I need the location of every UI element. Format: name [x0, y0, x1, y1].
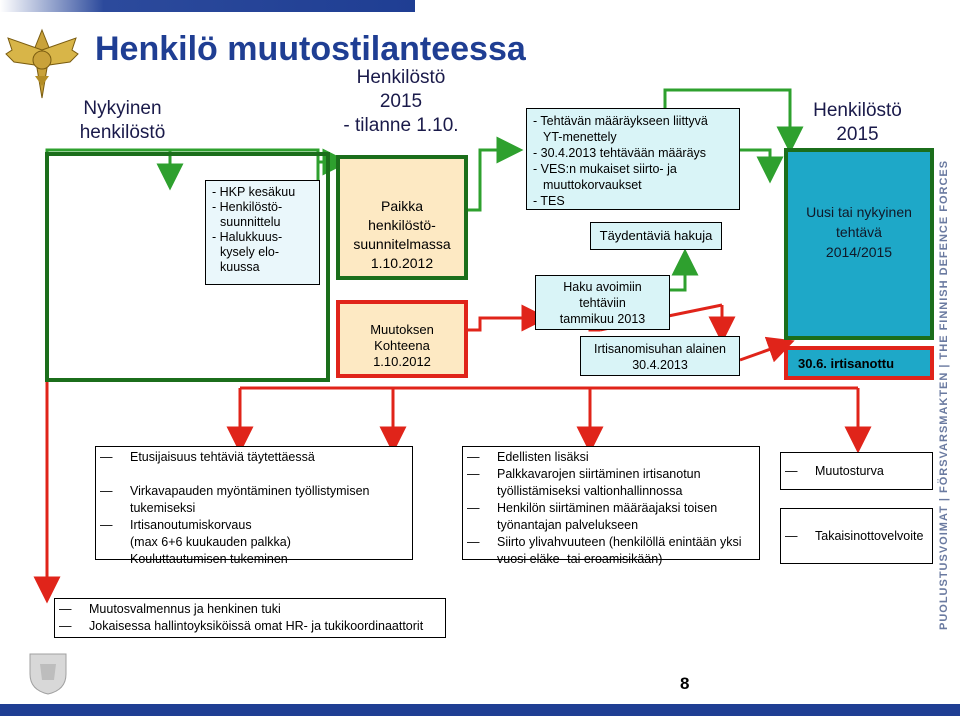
box-line: YT-menettely — [543, 130, 617, 144]
coat-of-arms-icon — [26, 650, 70, 696]
box-line: - Tehtävän määräykseen liittyvä — [533, 114, 708, 128]
box-line: muuttokorvaukset — [543, 178, 642, 192]
list-item-text: Jokaisessa hallintoyksiköissä omat HR- j… — [89, 619, 424, 633]
list-item: —Palkkavarojen siirtäminen irtisanotun — [467, 467, 701, 481]
change-target-box: Muutoksen Kohteena 1.10.2012 — [336, 300, 468, 378]
list-item-text: Siirto ylivahvuuteen (henkilöllä enintää… — [497, 535, 742, 549]
change-security-list: —Muutosturva — [780, 452, 933, 490]
header-line: 2015 — [836, 124, 879, 145]
box-line: 30.4.2013 — [632, 358, 688, 372]
bottom-banner — [0, 704, 960, 716]
list-item-text: Etusijaisuus tehtäviä täytettäessä — [130, 450, 315, 464]
box-line: suunnitelmassa — [353, 236, 451, 252]
box-line: 30.6. irtisanottu — [798, 356, 895, 371]
box-line: henkilöstö- — [368, 217, 436, 233]
supplementary-applications-box: Täydentäviä hakuja — [590, 222, 722, 250]
list-item-text: työnantajan palvelukseen — [497, 518, 639, 532]
list-item-text: Henkilön siirtäminen määräajaksi toisen — [497, 501, 718, 515]
list-item: työnantajan palvelukseen — [463, 517, 759, 534]
arrow-green — [468, 136, 524, 212]
box-line: - Henkilöstö- — [212, 200, 283, 214]
list-item-text: Virkavapauden myöntäminen työllistymisen — [130, 484, 370, 498]
arrow-green — [740, 148, 784, 184]
list-item: —Kouluttautumisen tukeminen — [100, 552, 288, 566]
box-line: Muutoksen — [370, 322, 434, 337]
box-line: - VES:n mukaiset siirto- ja — [533, 162, 677, 176]
list-item: —Jokaisessa hallintoyksiköissä omat HR- … — [59, 619, 424, 633]
bottom-support-list: —Muutosvalmennus ja henkinen tuki —Jokai… — [54, 598, 446, 638]
box-line: 2014/2015 — [825, 244, 893, 260]
box-line: - TES — [533, 194, 565, 208]
page-number: 8 — [680, 674, 690, 693]
list-item-text: Takaisinottovelvoite — [815, 529, 924, 543]
header-staff-2015-status: Henkilöstö 2015 - tilanne 1.10. — [326, 66, 476, 138]
list-item: (max 6+6 kuukauden palkka) — [96, 534, 412, 551]
arrow-green — [670, 248, 699, 292]
arrow-red — [739, 336, 795, 363]
list-item: —Muutosturva — [785, 464, 884, 478]
new-or-current-task-box: Uusi tai nykyinen tehtävä 2014/2015 — [784, 148, 934, 340]
defence-forces-vertical-text: PUOLUSTUSVOIMAT | FÖRSVARSMAKTEN | THE F… — [938, 159, 950, 630]
dismissal-threat-box: Irtisanomisuhan alainen 30.4.2013 — [580, 336, 740, 376]
left-measures-list: —Etusijaisuus tehtäviä täytettäessä —Vir… — [95, 446, 413, 566]
box-line: tehtäviin — [579, 296, 626, 310]
open-positions-application-box: Haku avoimiin tehtäviin tammikuu 2013 — [535, 275, 670, 330]
list-item: —Henkilön siirtäminen määräajaksi toisen — [467, 501, 718, 515]
dismissed-box: 30.6. irtisanottu — [784, 346, 934, 380]
list-item-text: vuosi eläke- tai eroamisikään) — [497, 552, 663, 566]
list-item: —Irtisanoutumiskorvaus — [100, 518, 252, 532]
list-item-text: (max 6+6 kuukauden palkka) — [130, 535, 291, 549]
list-item: työllistämiseksi valtionhallinnossa — [463, 483, 759, 500]
list-item-text: tukemiseksi — [130, 501, 196, 515]
box-line: Haku avoimiin — [563, 280, 642, 294]
list-item-text: Edellisten lisäksi — [497, 450, 589, 464]
current-staff-frame — [45, 152, 330, 382]
box-line: 1.10.2012 — [370, 255, 434, 271]
box-line: kysely elo- — [220, 245, 280, 259]
list-item-text: työllistämiseksi valtionhallinnossa — [497, 484, 683, 498]
header-line: - tilanne 1.10. — [343, 115, 459, 136]
box-line: Irtisanomisuhan alainen — [593, 342, 727, 356]
box-line: Paikka — [380, 198, 424, 214]
box-line: tammikuu 2013 — [559, 312, 646, 326]
list-item: vuosi eläke- tai eroamisikään) — [463, 551, 759, 568]
box-line: suunnittelu — [220, 215, 281, 229]
list-item: —Takaisinottovelvoite — [785, 529, 924, 543]
header-line: Henkilöstö — [813, 100, 902, 121]
top-banner — [0, 0, 415, 12]
defence-forces-emblem-icon — [2, 20, 82, 104]
task-assignment-box: - Tehtävän määräykseen liittyvä YT-menet… — [526, 108, 740, 210]
box-line: 1.10.2012 — [373, 354, 431, 369]
arrow-red — [468, 304, 549, 332]
box-line: Täydentäviä hakuja — [599, 228, 713, 243]
page-title: Henkilö muutostilanteessa — [95, 30, 526, 68]
box-line: Uusi tai nykyinen — [806, 204, 912, 220]
header-current-staff: Nykyinen henkilöstö — [70, 97, 175, 145]
box-line: Kohteena — [374, 338, 430, 353]
box-line: - HKP kesäkuu — [212, 185, 296, 199]
box-line: kuussa — [220, 260, 260, 274]
box-line: - 30.4.2013 tehtävään määräys — [533, 146, 707, 160]
list-item-text: Kouluttautumisen tukeminen — [130, 552, 288, 566]
list-item: —Edellisten lisäksi — [467, 450, 589, 464]
list-item: —Virkavapauden myöntäminen työllistymise… — [100, 484, 370, 498]
header-staff-2015: Henkilöstö 2015 — [795, 99, 920, 147]
header-line: Henkilöstö — [356, 67, 446, 88]
hkp-planning-box: - HKP kesäkuu - Henkilöstö- suunnittelu … — [205, 180, 320, 285]
list-item: —Muutosvalmennus ja henkinen tuki — [59, 602, 281, 616]
list-item-text: Muutosvalmennus ja henkinen tuki — [89, 602, 281, 616]
list-item: tukemiseksi — [96, 500, 412, 517]
box-line: - Halukkuus- — [212, 230, 283, 244]
position-in-staff-plan-box: Paikka henkilöstö- suunnitelmassa 1.10.2… — [336, 155, 468, 280]
list-item-text: Irtisanoutumiskorvaus — [130, 518, 252, 532]
list-item: —Etusijaisuus tehtäviä täytettäessä — [100, 450, 315, 464]
list-item-text: Palkkavarojen siirtäminen irtisanotun — [497, 467, 701, 481]
rehiring-obligation-list: —Takaisinottovelvoite — [780, 508, 933, 564]
header-line: Nykyinen henkilöstö — [79, 98, 166, 143]
box-line: tehtävä — [836, 224, 882, 240]
header-line: 2015 — [379, 91, 423, 112]
list-item-text: Muutosturva — [815, 464, 884, 478]
middle-measures-list: —Edellisten lisäksi —Palkkavarojen siirt… — [462, 446, 760, 566]
list-item: —Siirto ylivahvuuteen (henkilöllä enintä… — [467, 535, 742, 549]
